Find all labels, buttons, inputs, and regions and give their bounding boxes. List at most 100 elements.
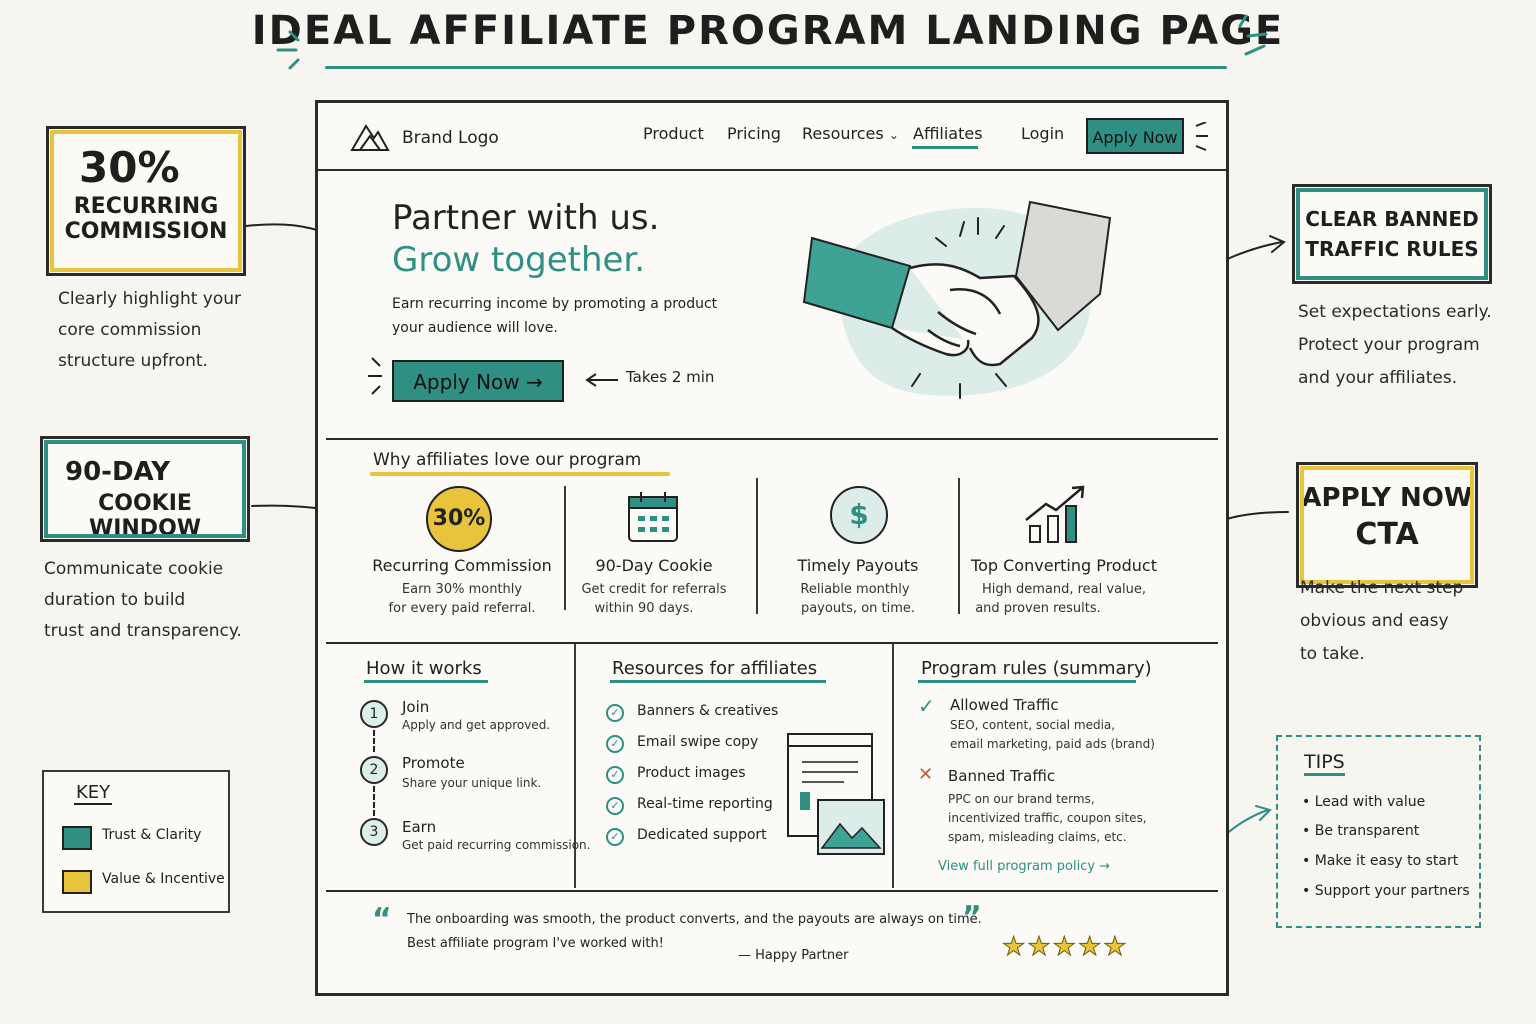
star-icon: ★ [1027, 932, 1053, 963]
nav-apply-button[interactable]: Apply Now [1086, 118, 1184, 154]
program-policy-link[interactable]: View full program policy → [938, 859, 1111, 874]
feature-title: Top Converting Product [971, 556, 1157, 575]
apply-spark-icon [1194, 121, 1210, 156]
callout-commission-line3: COMMISSION [64, 219, 228, 244]
commission-badge-text: 30% [432, 506, 486, 531]
quote-open-icon: “ [372, 902, 392, 937]
note-line: obvious and easy [1300, 611, 1449, 631]
resource-item[interactable]: Banners & creatives [637, 703, 779, 719]
star-icon: ★ [1001, 932, 1028, 963]
banned-traffic-desc: spam, misleading claims, etc. [948, 830, 1127, 844]
section-divider [326, 438, 1218, 440]
resource-item[interactable]: Real-time reporting [637, 796, 773, 812]
banned-traffic-desc: incentivized traffic, coupon sites, [948, 811, 1147, 825]
nav-resources[interactable]: Resources ⌄ [802, 124, 899, 143]
legend-key: KEY Trust & Clarity Value & Incentive [42, 770, 230, 913]
step-number: 3 [360, 818, 388, 846]
hero-time-hint: Takes 2 min [626, 368, 715, 386]
key-title: KEY [74, 782, 113, 805]
page-title: IDEAL AFFILIATE PROGRAM LANDING PAGE [251, 8, 1285, 54]
brand-logo-icon[interactable] [350, 122, 390, 156]
callout-banned-line1: CLEAR BANNED [1305, 207, 1479, 231]
check-circle-icon: ✓ [606, 735, 624, 753]
step-number: 2 [360, 756, 388, 784]
tips-title: TIPS [1304, 751, 1345, 776]
resource-item[interactable]: Dedicated support [637, 827, 767, 843]
feature-desc-line1: Get credit for referrals [581, 582, 727, 597]
why-heading-underline [370, 472, 670, 476]
chevron-down-icon: ⌄ [888, 128, 899, 142]
step-title: Promote [402, 754, 465, 772]
resource-item[interactable]: Email swipe copy [637, 734, 759, 750]
note-line: Set expectations early. [1298, 302, 1492, 322]
callout-apply-cta: APPLY NOW CTA [1296, 462, 1478, 588]
feature-title: 90-Day Cookie [595, 556, 713, 575]
dollar-icon-text: $ [849, 498, 869, 531]
callout-cta-note: Make the next step obvious and easy to t… [1300, 572, 1463, 671]
testimonial-line1: The onboarding was smooth, the product c… [407, 912, 982, 927]
creatives-illustration [784, 730, 888, 862]
allowed-traffic-title: Allowed Traffic [950, 696, 1059, 714]
callout-cookie: 90-DAY COOKIE WINDOW [40, 436, 250, 542]
callout-banned-note: Set expectations early. Protect your pro… [1298, 296, 1492, 395]
nav-pricing[interactable]: Pricing [727, 124, 781, 143]
nav-login[interactable]: Login [1021, 124, 1065, 143]
hero-apply-button[interactable]: Apply Now → [392, 360, 564, 402]
note-line: structure upfront. [58, 351, 208, 371]
feature-title: Timely Payouts [797, 556, 919, 575]
left-arrow-icon [584, 372, 620, 392]
resource-item[interactable]: Product images [637, 765, 746, 781]
callout-commission: 30% RECURRING COMMISSION [46, 126, 246, 276]
resources-heading-underline [610, 680, 826, 683]
hero-description-line1: Earn recurring income by promoting a pro… [392, 296, 718, 312]
rating-stars: ★★★★★ [1001, 932, 1129, 963]
feature-title: Recurring Commission [372, 556, 552, 575]
tip-text: Support your partners [1314, 883, 1470, 899]
key-swatch-yellow [62, 870, 92, 894]
callout-cta-line2: CTA [1355, 517, 1419, 552]
note-line: Communicate cookie [44, 559, 224, 579]
note-line: duration to build [44, 590, 186, 610]
star-icon: ★ [1077, 932, 1104, 963]
section-divider [326, 642, 1218, 644]
banned-traffic-desc: PPC on our brand terms, [948, 792, 1095, 806]
nav-resources-label: Resources [802, 124, 884, 143]
feature-desc-line2: payouts, on time. [800, 601, 916, 616]
callout-cookie-line2: COOKIE WINDOW [88, 491, 202, 541]
column-divider [892, 644, 894, 888]
tip-text: Lead with value [1314, 794, 1426, 810]
tip-item: • Be transparent [1302, 823, 1420, 839]
section-divider [326, 890, 1218, 892]
hero-subheadline: Grow together. [392, 240, 646, 280]
callout-banned-traffic: CLEAR BANNED TRAFFIC RULES [1292, 184, 1492, 284]
rules-heading: Program rules (summary) [921, 658, 1152, 679]
handshake-illustration [800, 190, 1120, 414]
feature-desc-line2: for every paid referral. [388, 601, 536, 616]
note-line: Make the next step [1300, 578, 1464, 598]
tips-box: TIPS • Lead with value • Be transparent … [1276, 735, 1481, 928]
why-heading: Why affiliates love our program [373, 450, 642, 470]
calendar-icon [626, 490, 680, 548]
step-title: Earn [402, 818, 437, 836]
quote-close-icon: ” [962, 900, 982, 935]
testimonial-line2: Best affiliate program I've worked with! [407, 936, 664, 951]
callout-commission-value: 30% [79, 143, 180, 192]
rules-heading-underline [918, 680, 1136, 683]
key-swatch-teal [62, 826, 92, 850]
how-heading-underline [364, 680, 488, 683]
check-icon: ✓ [918, 694, 935, 718]
top-nav [318, 103, 1226, 171]
callout-cookie-line1: 90-DAY [65, 457, 171, 487]
testimonial-author: — Happy Partner [738, 948, 849, 963]
step-desc: Share your unique link. [402, 776, 542, 790]
tip-item: • Lead with value [1302, 794, 1426, 810]
brand-logo-text[interactable]: Brand Logo [402, 128, 499, 148]
note-line: Clearly highlight your [58, 289, 242, 309]
step-title: Join [402, 698, 430, 716]
nav-product[interactable]: Product [643, 124, 704, 143]
check-circle-icon: ✓ [606, 704, 624, 722]
nav-affiliates[interactable]: Affiliates [913, 124, 983, 143]
growth-chart-icon [1024, 484, 1088, 548]
allowed-traffic-desc: SEO, content, social media, [950, 718, 1116, 732]
callout-commission-note: Clearly highlight your core commission s… [58, 284, 241, 377]
